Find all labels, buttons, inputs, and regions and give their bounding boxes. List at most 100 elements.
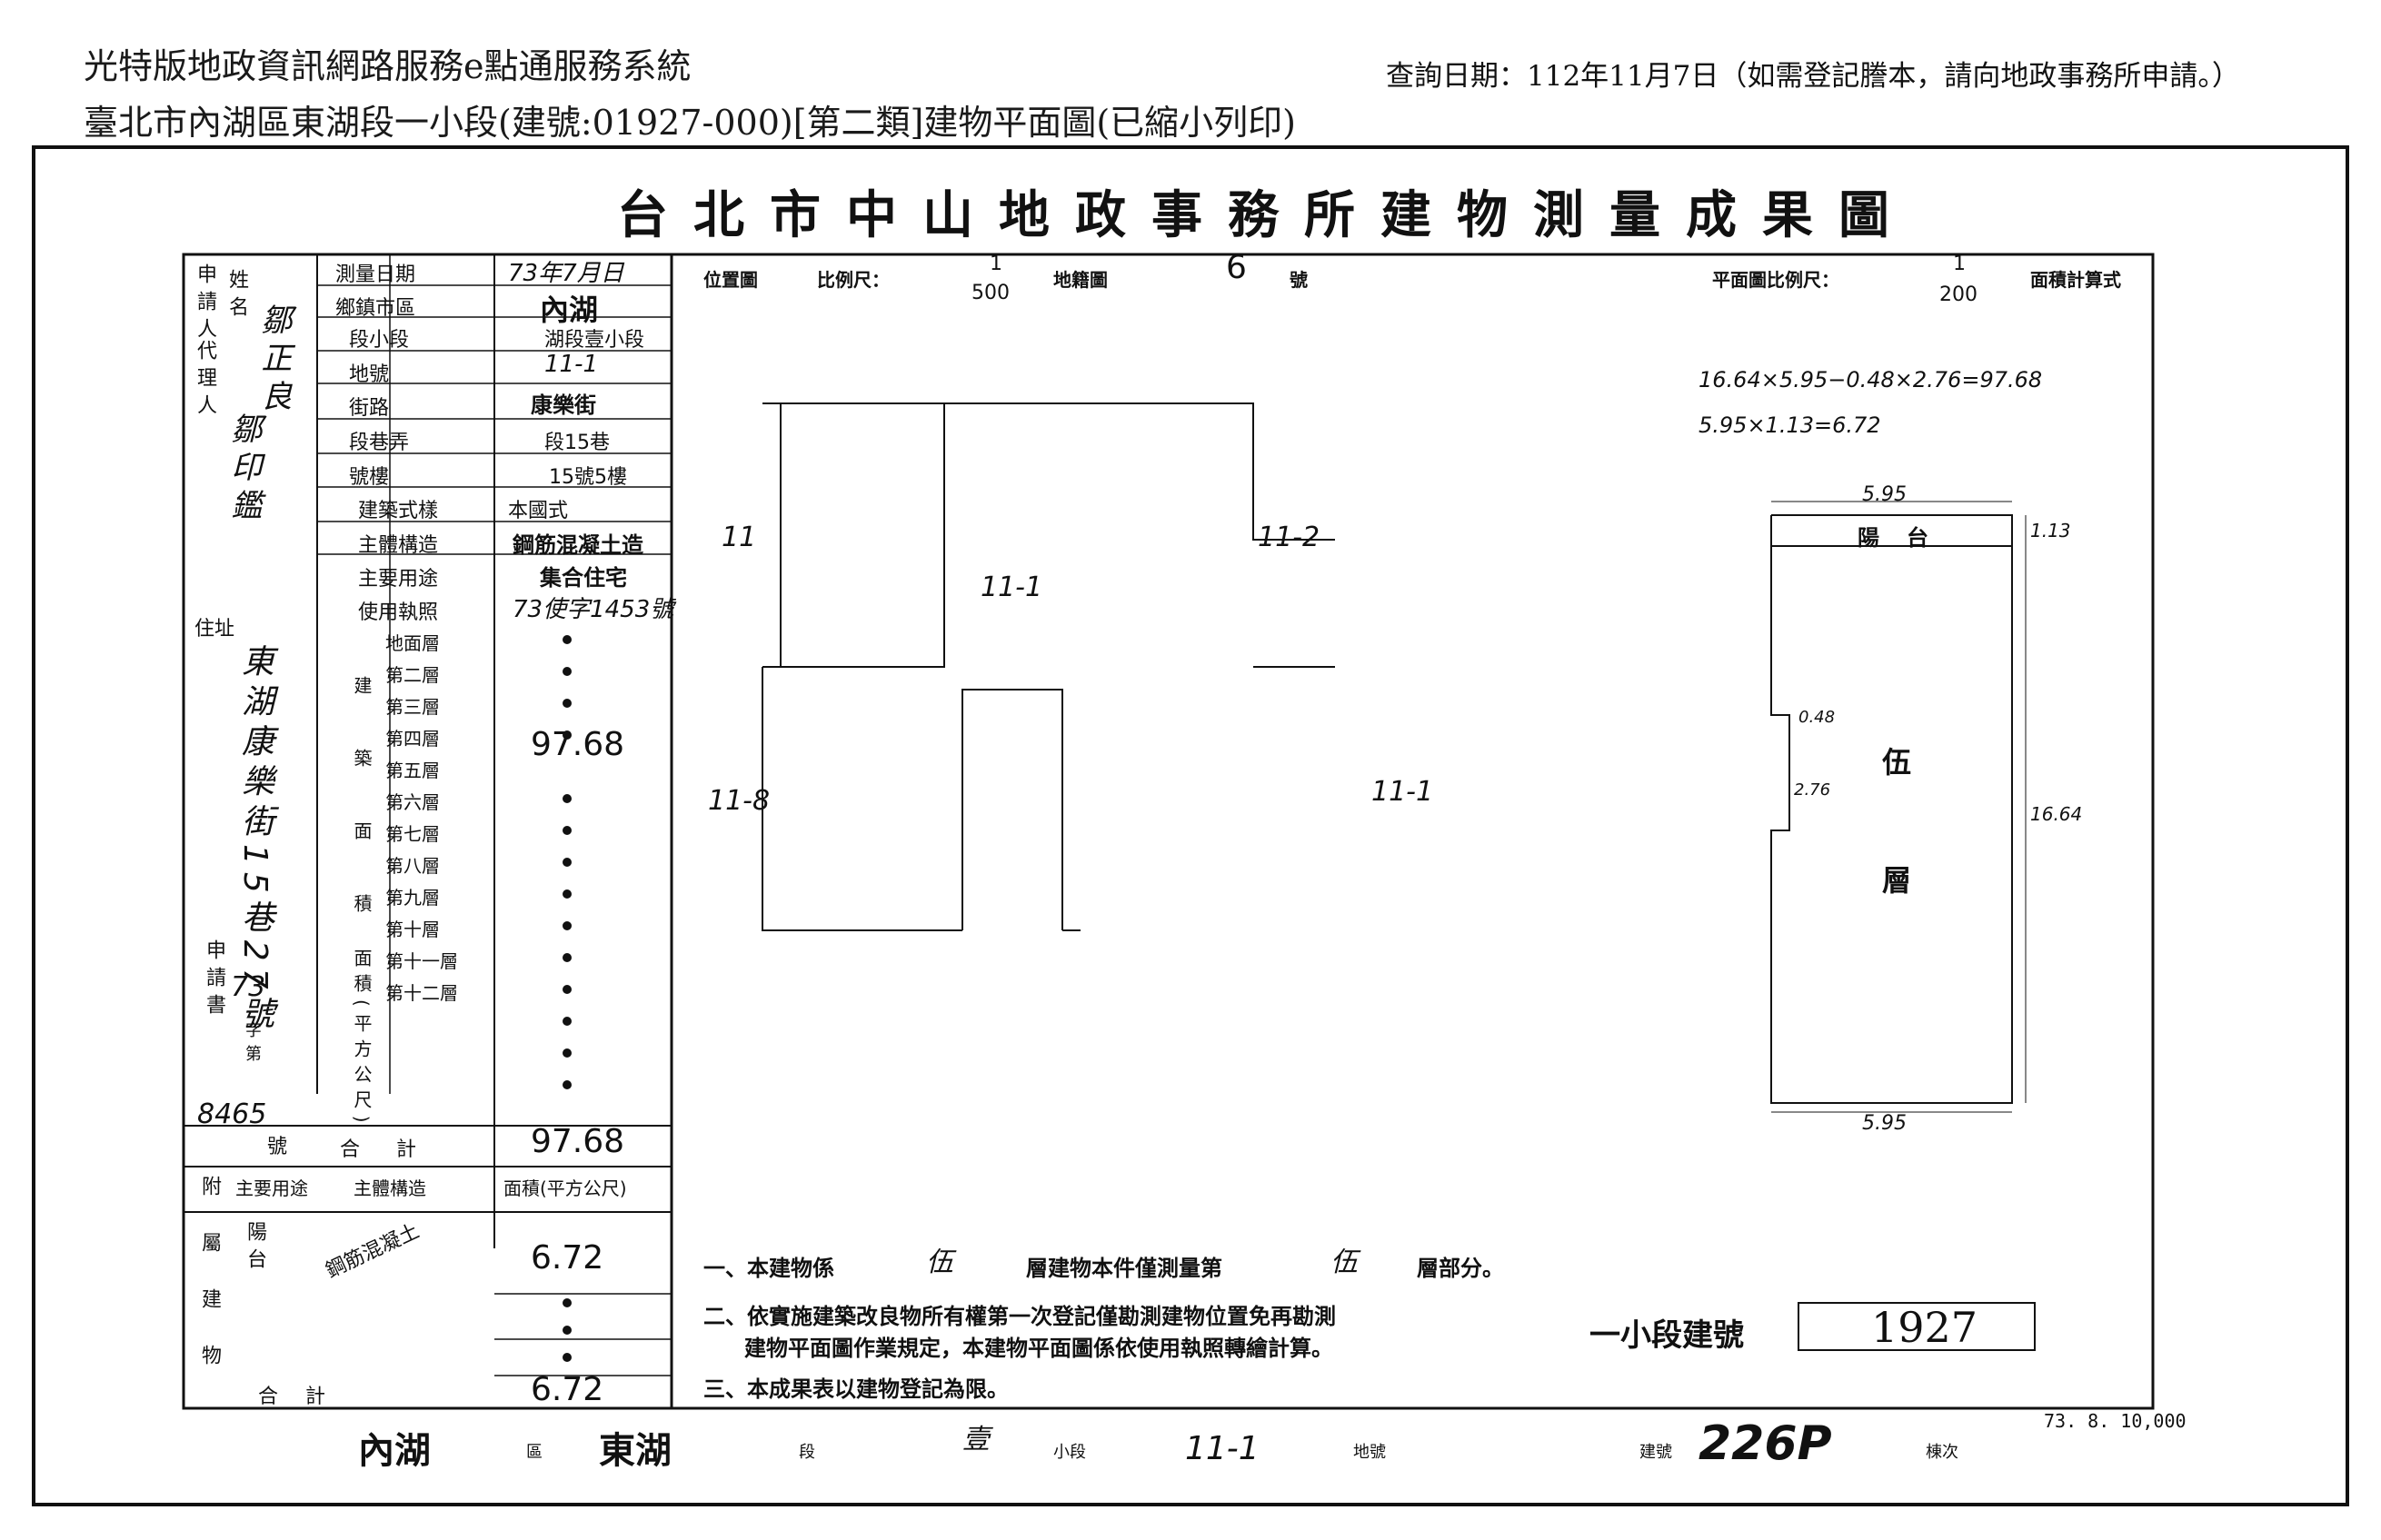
lot-label-11-1-b: 11-1 xyxy=(1371,776,1434,808)
note-1a: 一、本建物係 xyxy=(703,1256,834,1281)
floor-10: 第十層 xyxy=(385,919,440,940)
floor-plan-scale-num: 1 xyxy=(1953,253,1966,275)
street-value: 康樂街 xyxy=(531,392,596,418)
note-3: 三、本成果表以建物登記為限。 xyxy=(703,1376,1009,1402)
form-value: 本國式 xyxy=(508,500,569,522)
footer-section-suffix: 段 xyxy=(799,1443,815,1462)
note-1d: 伍 xyxy=(1330,1247,1358,1278)
cadastral-sheet-label: 地籍圖 xyxy=(1053,269,1108,291)
dim-balcony: 1.13 xyxy=(2030,520,2071,541)
floor-2: 第二層 xyxy=(385,664,440,686)
floor-4: 第四層 xyxy=(385,728,440,750)
total-label: 合計 xyxy=(340,1138,453,1161)
lot-value: 11-1 xyxy=(544,351,599,378)
area-calc-label: 面積計算式 xyxy=(2030,269,2121,291)
use-label: 主要用途 xyxy=(358,568,439,591)
floor-plan-scale-den: 200 xyxy=(1939,283,1978,306)
area-calc-1: 16.64×5.95−0.48×2.76=97.68 xyxy=(1699,367,2043,392)
system-title: 光特版地政資訊網路服務e點通服務系統 xyxy=(84,46,692,86)
app-form-label: 申請書 xyxy=(203,939,225,1021)
cadastral-sheet-no: 6 xyxy=(1226,249,1247,286)
dim-notch-w: 0.48 xyxy=(1798,708,1836,727)
footer-ridge-label: 棟次 xyxy=(1926,1443,1958,1462)
floor-11: 第十一層 xyxy=(385,950,458,972)
permit-label: 使用執照 xyxy=(358,601,439,624)
name-label: 姓名 xyxy=(225,269,248,323)
attach-struct-label: 主體構造 xyxy=(354,1177,426,1199)
footer-subsection: 壹 xyxy=(962,1424,990,1456)
lot-label: 地號 xyxy=(349,363,390,386)
dim-top: 5.95 xyxy=(1862,483,1907,506)
building-label: 建築面積 xyxy=(351,676,373,967)
attach-area-label: 面積(平方公尺) xyxy=(503,1177,627,1199)
street-label: 街路 xyxy=(349,397,390,420)
stamp-prefix: 一小段建號 xyxy=(1589,1317,1744,1354)
floor-area-label: 面積(平方公尺) xyxy=(351,949,373,1130)
lot-label-11-2: 11-2 xyxy=(1258,522,1320,553)
floor-plan-scale-label: 平面圖比例尺： xyxy=(1712,269,1839,291)
cadastral-sheet-suffix: 號 xyxy=(1290,269,1308,291)
floor5-area: 97.68 xyxy=(531,726,625,763)
lane-value: 段15巷 xyxy=(544,432,610,454)
floor-9: 第九層 xyxy=(385,887,440,909)
dim-right: 16.64 xyxy=(2030,803,2083,825)
lot-label-11-1-a: 11-1 xyxy=(981,571,1043,603)
footer-bldg-value: 226P xyxy=(1699,1416,1832,1471)
district-label: 鄉鎮市區 xyxy=(335,297,416,320)
structure-value: 鋼筋混凝土造 xyxy=(513,532,643,558)
section-value: 湖段壹小段 xyxy=(544,329,645,352)
floor-label-2: 層 xyxy=(1882,863,1912,898)
sheet-linework xyxy=(182,253,2155,1410)
use-value: 集合住宅 xyxy=(540,565,627,591)
note-2b: 建物平面圖作業規定，本建物平面圖係依使用執照轉繪計算。 xyxy=(744,1336,1333,1361)
floor-label-1: 伍 xyxy=(1882,745,1912,780)
rep-name: 鄒印鑑 xyxy=(225,412,262,527)
floor-7: 第七層 xyxy=(385,823,440,845)
floor-6: 第六層 xyxy=(385,791,440,813)
applicant-name: 鄒正良 xyxy=(255,303,292,418)
lot-label-11: 11 xyxy=(722,522,757,553)
lot-label-11-8: 11-8 xyxy=(708,785,771,817)
address-label: 住址 xyxy=(194,618,235,641)
door-label: 號樓 xyxy=(349,466,390,489)
sheet-title: 台北市中山地政事務所建物測量成果圖 xyxy=(617,186,1915,245)
attach-use-label: 主要用途 xyxy=(235,1177,308,1199)
position-map-label: 位置圖 xyxy=(703,269,758,291)
footer-lot-suffix: 地號 xyxy=(1353,1443,1386,1462)
note-2a: 二、依實施建築改良物所有權第一次登記僅勘測建物位置免再勘測 xyxy=(703,1304,1336,1329)
address-value: 東湖康樂街15巷27號 xyxy=(236,644,274,1037)
footer-district-suffix: 區 xyxy=(526,1443,543,1462)
lane-label: 段巷弄 xyxy=(349,432,410,454)
attach-total-value: 6.72 xyxy=(531,1371,604,1408)
app-form-value: 73 xyxy=(231,971,266,1003)
dim-bottom: 5.95 xyxy=(1862,1112,1907,1135)
footer-lot: 11-1 xyxy=(1185,1430,1260,1467)
app-no-value: 8465 xyxy=(197,1098,267,1130)
floor-3: 第三層 xyxy=(385,696,440,718)
permit-value: 73使字1453號 xyxy=(513,596,674,623)
stamp-number: 1927 xyxy=(1871,1303,1978,1352)
applicant-label: 申請人 xyxy=(194,263,216,345)
attach-label: 附屬建物 xyxy=(198,1176,221,1401)
query-date: 查詢日期：112年11月7日（如需登記謄本，請向地政事務所申請。） xyxy=(1386,60,2240,93)
position-scale-den: 500 xyxy=(971,282,1010,304)
floor-5: 第五層 xyxy=(385,760,440,781)
position-scale-label: 比例尺： xyxy=(817,269,890,291)
app-no-suffix: 號 xyxy=(267,1136,288,1158)
footer-district: 內湖 xyxy=(358,1430,431,1472)
attach-area-value: 6.72 xyxy=(531,1239,604,1277)
door-value: 15號5樓 xyxy=(549,466,627,489)
balcony-label: 陽台 xyxy=(1858,525,1956,551)
section-label: 段小段 xyxy=(349,329,410,352)
area-calc-2: 5.95×1.13=6.72 xyxy=(1699,412,1881,438)
print-code: 73. 8. 10,000 xyxy=(2044,1410,2187,1432)
survey-date-value: 73年7月日 xyxy=(508,260,624,287)
attach-use-value: 陽台 xyxy=(244,1221,266,1276)
footer-section: 東湖 xyxy=(599,1430,672,1472)
floor-1: 地面層 xyxy=(385,632,440,654)
dim-notch-h: 2.76 xyxy=(1794,780,1831,800)
survey-date-label: 測量日期 xyxy=(335,263,416,286)
form-label: 建築式樣 xyxy=(358,500,439,522)
note-1c: 層建物本件僅測量第 xyxy=(1026,1256,1222,1281)
floor-8: 第八層 xyxy=(385,855,440,877)
